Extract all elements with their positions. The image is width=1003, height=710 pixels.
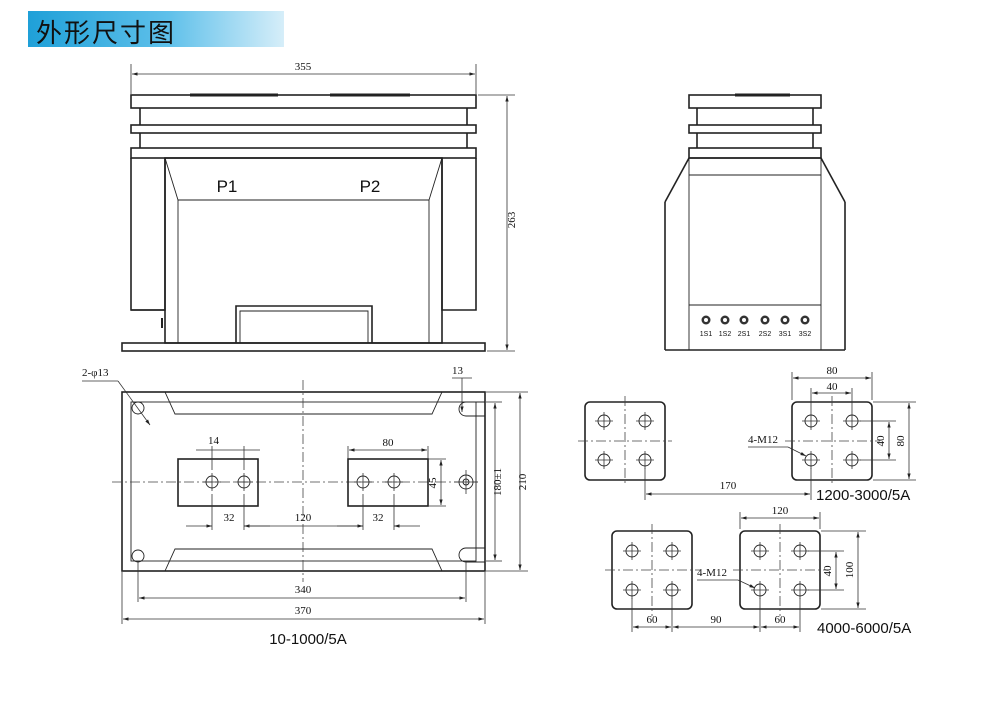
- dim-a-80v: 80: [895, 435, 907, 447]
- variant-4000-6000: 120 40 100 4-M12 60 90 60 4000-6000/5A: [605, 505, 911, 637]
- slot-callout: 13: [452, 365, 464, 377]
- dim-a-80: 80: [827, 365, 839, 377]
- dim-b-90: 90: [711, 614, 723, 626]
- terminal-1s1: 1S1: [700, 331, 713, 338]
- hole-callout: 2-φ13: [82, 367, 109, 379]
- variant-1200-3000: 80 40 40 80 4-M12 170 1200-3000/5A: [578, 365, 916, 504]
- dim-b-100v: 100: [844, 561, 856, 578]
- front-view: 355 P1 P2 263: [121, 61, 518, 352]
- p1-label: P1: [217, 177, 238, 196]
- dim-a-40: 40: [827, 381, 839, 393]
- dim-b-40v: 40: [822, 565, 834, 577]
- title-banner: [28, 11, 284, 47]
- dim-45: 45: [427, 477, 439, 489]
- dim-b-120: 120: [772, 505, 789, 517]
- caption-4000-6000: 4000-6000/5A: [817, 620, 911, 637]
- dim-a-170: 170: [720, 480, 737, 492]
- terminal-1s2: 1S2: [719, 331, 732, 338]
- terminal-3s1: 3S1: [779, 331, 792, 338]
- dim-32-left: 32: [224, 512, 235, 524]
- holes-b: 4-M12: [697, 567, 727, 579]
- terminal-2s1: 2S1: [738, 331, 751, 338]
- dim-210: 210: [517, 473, 529, 490]
- dim-b-60-right: 60: [775, 614, 787, 626]
- base-view: 2-φ13 13 14 80 45 32 120 32: [82, 365, 529, 648]
- dim-80: 80: [383, 437, 395, 449]
- terminal-3s2: 3S2: [799, 331, 812, 338]
- dim-b-60-left: 60: [647, 614, 659, 626]
- terminal-2s2: 2S2: [759, 331, 772, 338]
- dim-14: 14: [208, 435, 220, 447]
- caption-1200-3000: 1200-3000/5A: [816, 487, 910, 504]
- caption-10-1000: 10-1000/5A: [269, 631, 347, 648]
- front-width-dim: 355: [295, 61, 312, 73]
- p2-label: P2: [360, 177, 381, 196]
- dim-a-40v: 40: [875, 435, 887, 447]
- dim-180: 180±1: [492, 468, 504, 496]
- page-title: 外形尺寸图: [36, 19, 177, 49]
- dim-32-right: 32: [373, 512, 384, 524]
- terminal-block: 1S1 1S2 2S1 2S2 3S1 3S2: [700, 315, 812, 338]
- dim-120: 120: [295, 512, 312, 524]
- front-height-dim: 263: [506, 211, 518, 228]
- side-view: 1S1 1S2 2S1 2S2 3S1 3S2: [664, 93, 846, 351]
- dim-340: 340: [295, 584, 312, 596]
- dim-370: 370: [295, 605, 312, 617]
- holes-a: 4-M12: [748, 434, 778, 446]
